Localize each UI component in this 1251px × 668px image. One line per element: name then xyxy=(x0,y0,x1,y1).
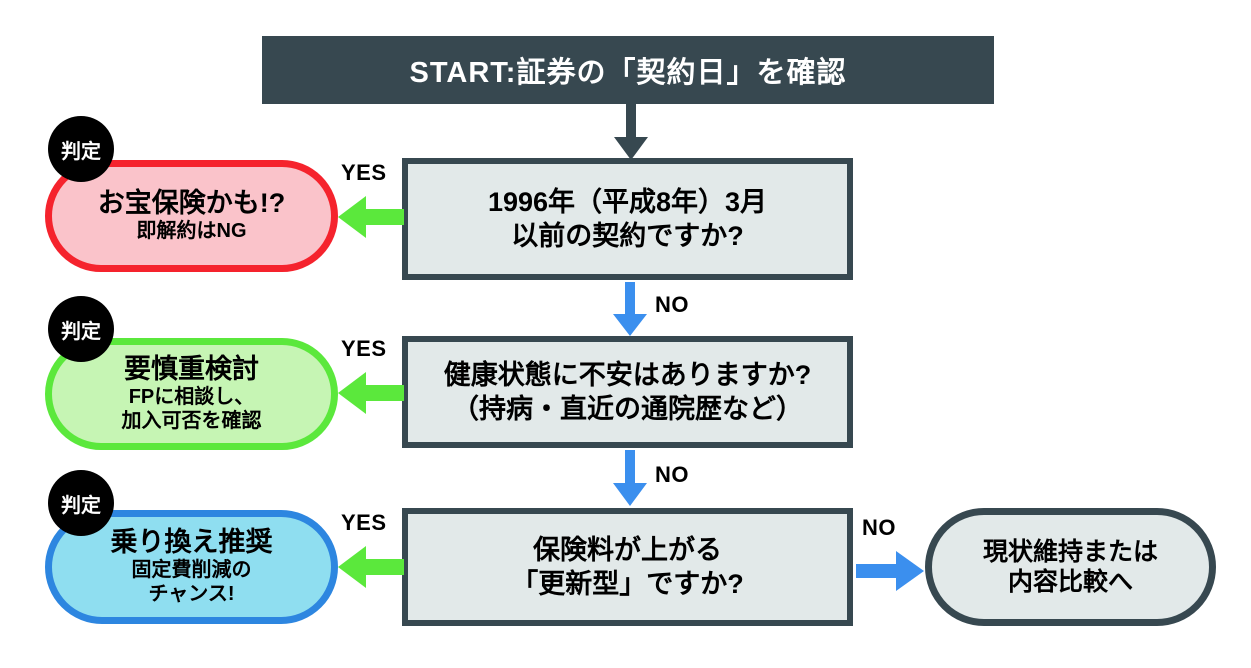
arrow-no-q2-to-q3 xyxy=(613,450,647,506)
arrow-no-q3-to-final xyxy=(856,551,924,591)
edge-label-no-3: NO xyxy=(862,515,896,540)
start-banner-label: START:証券の「契約日」を確認 xyxy=(409,57,847,89)
final-result-line-2: 内容比較へ xyxy=(1007,568,1133,596)
question-box-3: 保険料が上がる 「更新型」ですか? xyxy=(402,508,853,626)
verdict-badge-3: 判定 xyxy=(48,470,114,536)
result-3-sub-1: 固定費削減の xyxy=(131,559,252,582)
final-result-pill: 現状維持または 内容比較へ xyxy=(925,508,1216,626)
edge-label-no-2: NO xyxy=(655,462,689,487)
result-1-headline: お宝保険かも!? xyxy=(97,188,286,219)
question-3-line-2: 「更新型」ですか? xyxy=(511,569,744,599)
result-3-headline: 乗り換え推奨 xyxy=(110,527,273,558)
result-2-sub-2: 加入可否を確認 xyxy=(121,409,262,432)
final-result-line-1: 現状維持または xyxy=(982,537,1158,566)
arrow-no-q1-to-q2 xyxy=(613,282,647,336)
arrow-yes-q3-to-result3 xyxy=(338,546,404,588)
start-banner: START:証券の「契約日」を確認 xyxy=(262,36,994,104)
edge-label-yes-1: YES xyxy=(341,160,387,185)
verdict-badge-2: 判定 xyxy=(48,296,114,362)
question-1-line-1: 1996年（平成8年）3月 xyxy=(487,186,768,217)
result-pill-1: お宝保険かも!? 即解約はNG xyxy=(45,160,338,272)
question-1-line-2: 以前の契約ですか? xyxy=(511,221,744,251)
result-2-sub-1: FPに相談し、 xyxy=(128,386,255,409)
result-3-sub-2: チャンス! xyxy=(148,582,235,605)
verdict-badge-1-label: 判定 xyxy=(61,140,101,163)
edge-label-yes-2: YES xyxy=(341,336,387,361)
question-box-2: 健康状態に不安はありますか? （持病・直近の通院歴など） xyxy=(402,336,853,448)
result-1-sub-1: 即解約はNG xyxy=(136,220,247,243)
arrow-yes-q2-to-result2 xyxy=(338,372,404,414)
verdict-badge-2-label: 判定 xyxy=(61,320,101,343)
edge-label-no-1: NO xyxy=(655,292,689,317)
verdict-badge-1: 判定 xyxy=(48,116,114,182)
result-pill-3: 乗り換え推奨 固定費削減の チャンス! xyxy=(45,510,338,624)
verdict-badge-3-label: 判定 xyxy=(61,494,101,517)
result-pill-2: 要慎重検討 FPに相談し、 加入可否を確認 xyxy=(45,338,338,450)
question-box-1: 1996年（平成8年）3月 以前の契約ですか? xyxy=(402,158,853,280)
question-2-line-1: 健康状態に不安はありますか? xyxy=(443,359,812,390)
edge-label-yes-3: YES xyxy=(341,510,387,535)
arrow-yes-q1-to-result1 xyxy=(338,196,404,238)
question-3-line-1: 保険料が上がる xyxy=(533,534,722,565)
question-2-line-2: （持病・直近の通院歴など） xyxy=(452,394,803,424)
arrow-start-to-q1 xyxy=(614,104,648,160)
result-2-headline: 要慎重検討 xyxy=(124,354,259,385)
